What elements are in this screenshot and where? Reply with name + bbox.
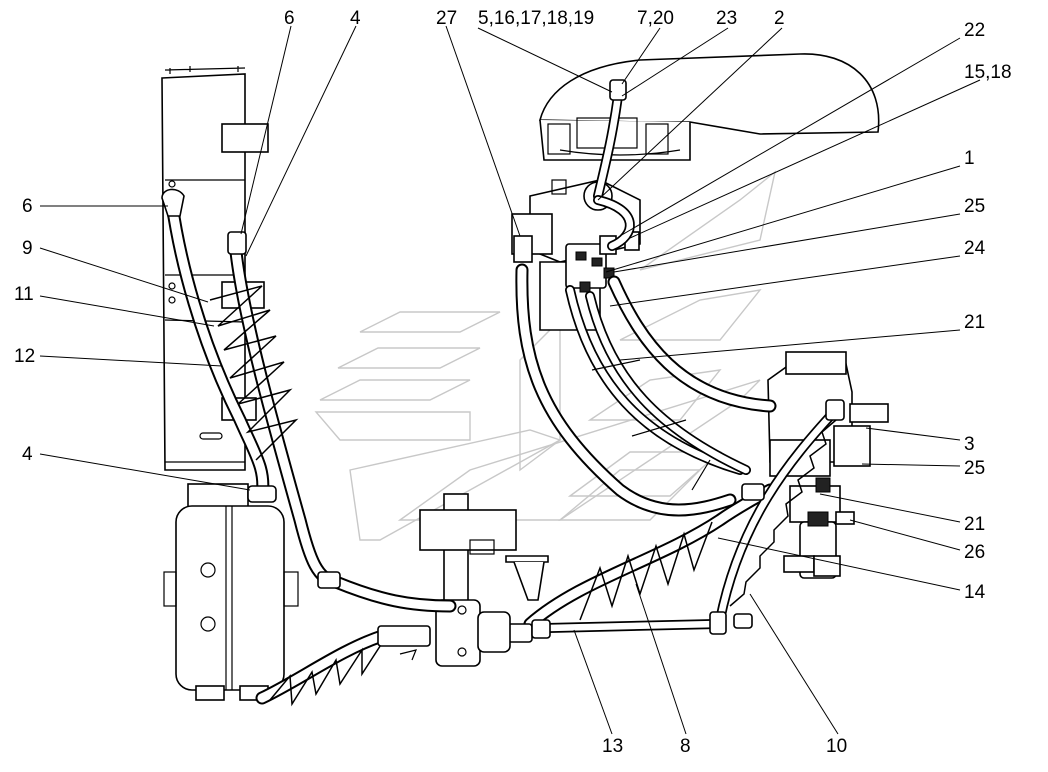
- callout-22: 22: [964, 20, 985, 41]
- callout-11: 11: [14, 284, 34, 305]
- background-watermark: [314, 170, 777, 541]
- callout-15-18: 15,18: [964, 62, 1012, 83]
- hydraulic-pump-unit: [767, 351, 889, 579]
- mounting-bracket: [419, 493, 549, 667]
- callout-25-top: 25: [964, 196, 985, 217]
- callout-25-right: 25: [964, 458, 985, 479]
- callout-6-left: 6: [22, 196, 33, 217]
- hose-clamps: [591, 359, 711, 491]
- callout-23: 23: [716, 8, 737, 29]
- spring-guards: [209, 285, 837, 707]
- callout-14: 14: [964, 582, 986, 603]
- callout-21-right: 21: [964, 514, 985, 535]
- callout-6-top: 6: [284, 8, 295, 29]
- callout-4-left: 4: [22, 444, 33, 465]
- callout-12: 12: [14, 346, 35, 367]
- callout-10: 10: [826, 736, 847, 757]
- hydraulic-oil-tank: [163, 483, 299, 701]
- leader-lines: [39, 25, 981, 735]
- callout-24: 24: [964, 238, 986, 259]
- hose-lines: [165, 91, 839, 705]
- callout-3: 3: [964, 434, 975, 455]
- hose-fittings: [161, 79, 845, 661]
- callout-13: 13: [602, 736, 623, 757]
- callout-27: 27: [436, 8, 457, 29]
- callout-8: 8: [680, 736, 691, 757]
- callout-4-top: 4: [350, 8, 361, 29]
- callout-2: 2: [774, 8, 785, 29]
- callout-9: 9: [22, 238, 33, 259]
- callout-5-16-17-18-19: 5,16,17,18,19: [478, 8, 594, 29]
- callout-26: 26: [964, 542, 985, 563]
- callout-labels: 6 4 27 5,16,17,18,19 7,20 23 2 22 15,18 …: [14, 8, 1012, 757]
- callout-7-20: 7,20: [637, 8, 674, 29]
- callout-1: 1: [964, 148, 975, 169]
- cab-console: [538, 53, 880, 161]
- callout-21-top: 21: [964, 312, 985, 333]
